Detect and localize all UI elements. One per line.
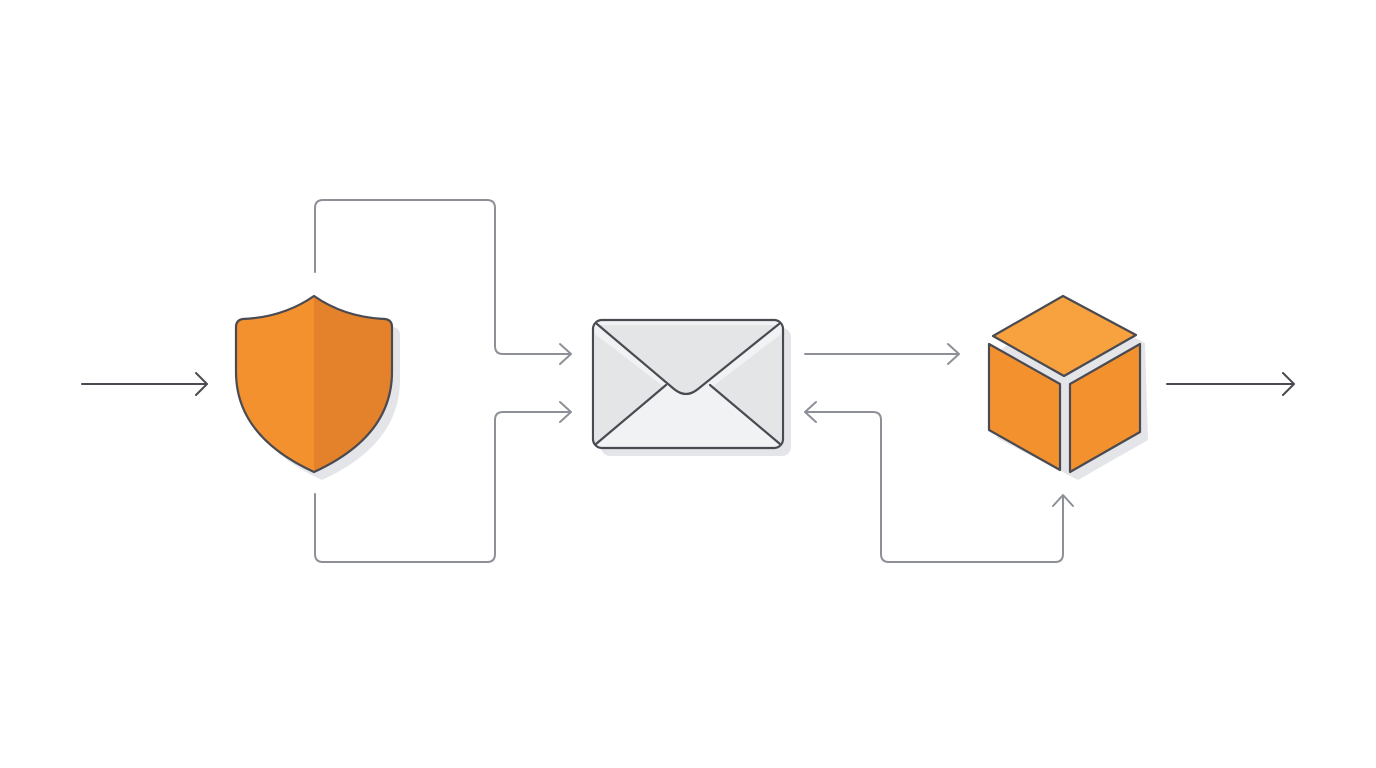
connector-shield-top-to-envelope	[314, 199, 572, 365]
shield-icon	[234, 294, 400, 480]
cube-icon	[987, 294, 1148, 480]
envelope-icon	[591, 318, 791, 456]
connector-cube-to-envelope	[804, 401, 1074, 563]
connector-shield-bottom-to-envelope	[314, 401, 572, 563]
connector-input-to-shield	[81, 372, 208, 396]
connector-envelope-to-cube	[804, 343, 960, 365]
connector-cube-to-output	[1166, 372, 1295, 396]
